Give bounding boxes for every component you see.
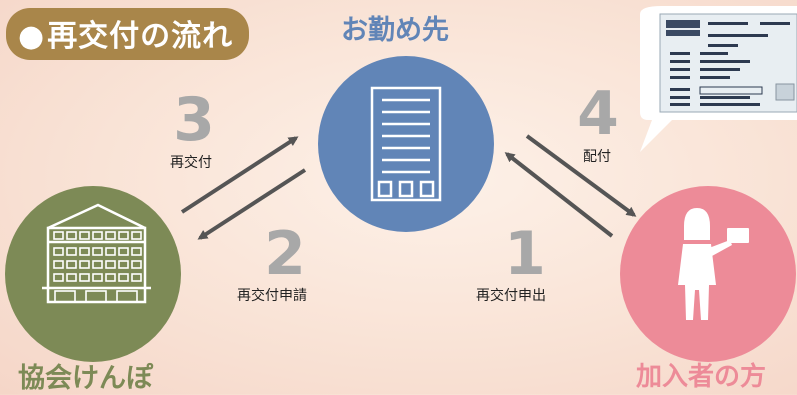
- employer-label: お勤め先: [341, 15, 449, 46]
- page-title: ●再交付の流れ: [6, 8, 250, 60]
- arrow-step-4: [525, 134, 637, 217]
- office-building-icon: [370, 86, 442, 202]
- kyokai-label: 協会けんぽ: [18, 363, 153, 394]
- step-1-number: 1: [504, 219, 546, 289]
- employer-circle: [318, 56, 494, 232]
- arrows: [180, 134, 637, 240]
- arrow-step-1: [504, 152, 614, 238]
- insurance-card-image: [659, 13, 797, 113]
- step-2-number: 2: [264, 219, 306, 289]
- person-with-card-icon: [678, 208, 749, 320]
- association-building-icon: [42, 203, 151, 304]
- speech-bubble: [640, 6, 797, 152]
- title-bullet: ●: [18, 19, 46, 54]
- arrow-step-3: [180, 136, 299, 214]
- member-label: 加入者の方: [636, 362, 767, 392]
- step-3-number: 3: [173, 85, 215, 155]
- step-3-label: 再交付: [170, 155, 212, 171]
- step-4-number: 4: [577, 79, 619, 149]
- step-4-label: 配付: [583, 149, 611, 165]
- step-1-label: 再交付申出: [476, 288, 546, 304]
- arrow-step-2: [197, 168, 307, 240]
- step-2-label: 再交付申請: [237, 288, 307, 304]
- title-text: 再交付の流れ: [47, 19, 234, 54]
